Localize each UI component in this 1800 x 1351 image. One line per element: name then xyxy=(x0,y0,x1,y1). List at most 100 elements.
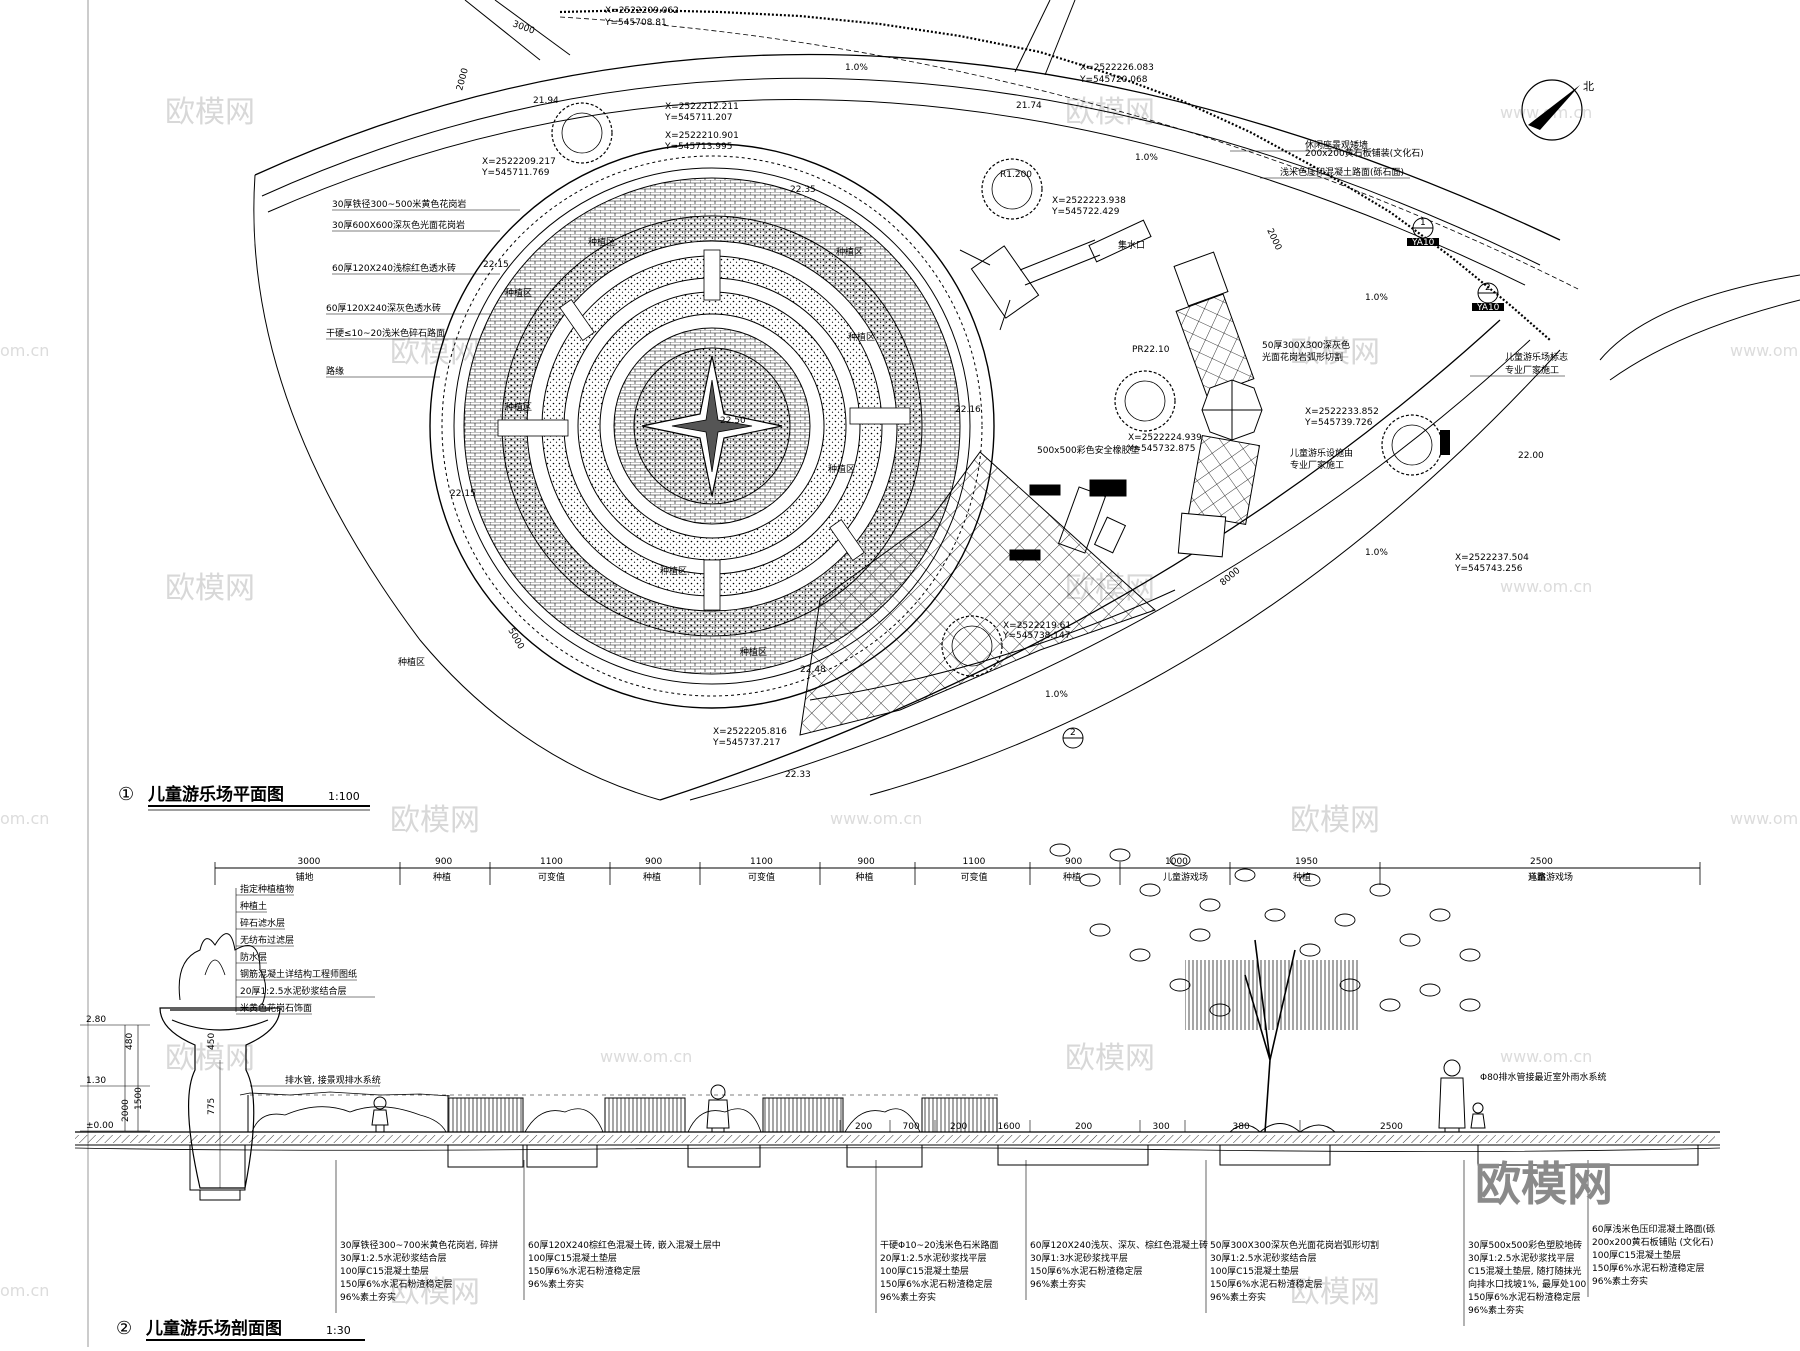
leader-label: 儿童游乐场标志 xyxy=(1505,351,1568,363)
svg-text:X=2522237.504: X=2522237.504 xyxy=(1455,553,1529,563)
child-figure xyxy=(371,1096,389,1132)
tree-plan-symbol xyxy=(551,102,613,164)
construction-note: 96%素土夯实 xyxy=(1468,1304,1524,1316)
leader-label: 休闲座景观矮墙 xyxy=(1305,139,1368,151)
construction-note: 30厚1:2.5水泥砂浆结合层 xyxy=(1210,1252,1317,1264)
svg-text:X=2522210.901: X=2522210.901 xyxy=(665,131,739,141)
watermark-url: om.cn xyxy=(0,809,49,828)
construction-note: 30厚1:2.5水泥砂浆找平层 xyxy=(1468,1252,1575,1264)
section-title: 儿童游乐场剖面图 xyxy=(145,1318,282,1339)
watermark-url: www.om.cn xyxy=(1500,1047,1592,1066)
svg-text:儿童游乐设施由: 儿童游乐设施由 xyxy=(1290,447,1353,459)
north-arrow-icon: 北 xyxy=(1521,79,1594,141)
svg-text:Y=545732.875: Y=545732.875 xyxy=(1127,444,1195,454)
svg-text:YA10: YA10 xyxy=(1411,238,1435,248)
svg-text:X=2522219.61: X=2522219.61 xyxy=(1003,621,1071,631)
watermark-text: 欧模网 xyxy=(1065,1041,1155,1076)
leader-label: 30厚600X600深灰色光面花岗岩 xyxy=(332,219,465,231)
child-figure xyxy=(1470,1102,1486,1129)
svg-text:PR22.10: PR22.10 xyxy=(1132,345,1170,355)
leader-label: 60厚120X240深灰色透水砖 xyxy=(326,302,441,314)
dimension-label: 儿童游戏场 xyxy=(1163,871,1208,883)
svg-text:22.00: 22.00 xyxy=(1518,451,1544,461)
construction-note: 150厚6%水泥石粉渣稳定层 xyxy=(1468,1291,1580,1303)
dimension-label: 可变值 xyxy=(961,871,988,883)
tree-plan-symbol xyxy=(1114,370,1176,432)
svg-text:种植区: 种植区 xyxy=(740,646,767,658)
svg-text:种植区: 种植区 xyxy=(828,463,855,475)
svg-text:22.15: 22.15 xyxy=(450,489,476,499)
construction-note: 150厚6%水泥石粉渣稳定层 xyxy=(528,1265,640,1277)
dimension-value: 2500 xyxy=(1380,1122,1403,1132)
construction-note: 96%素土夯实 xyxy=(340,1291,396,1303)
leader-label: 200x200黄石板铺装(文化石) xyxy=(1305,147,1424,159)
svg-text:±0.00: ±0.00 xyxy=(86,1121,114,1131)
dimension-value: 1600 xyxy=(998,1122,1021,1132)
svg-text:Y=545711.769: Y=545711.769 xyxy=(481,168,550,178)
dimension-value: 1100 xyxy=(750,857,773,867)
svg-text:Y=545720.068: Y=545720.068 xyxy=(1079,75,1148,85)
plan-index: ① xyxy=(118,784,134,805)
svg-text:X=2522209.062: X=2522209.062 xyxy=(605,6,679,16)
construction-note: 150厚6%水泥石粉渣稳定层 xyxy=(1592,1262,1704,1274)
svg-text:X=2522224.939: X=2522224.939 xyxy=(1128,433,1202,443)
dimension-value: 900 xyxy=(645,857,662,867)
construction-note: 100厚C15混凝土垫层 xyxy=(1210,1265,1299,1277)
dimension-label: 种植 xyxy=(433,871,451,883)
dimension-label: 儿童游戏场 xyxy=(1528,871,1573,883)
construction-note: 30厚500x500彩色塑胶地砖 xyxy=(1468,1239,1582,1251)
svg-text:Y=545743.256: Y=545743.256 xyxy=(1454,564,1523,574)
svg-text:22.16: 22.16 xyxy=(955,405,981,415)
svg-text:X=2522205.816: X=2522205.816 xyxy=(713,727,787,737)
svg-text:Y=545739.726: Y=545739.726 xyxy=(1304,418,1373,428)
construction-note: 100厚C15混凝土垫层 xyxy=(340,1265,429,1277)
svg-text:500x500彩色安全橡胶垫: 500x500彩色安全橡胶垫 xyxy=(1037,444,1140,456)
construction-note: 150厚6%水泥石粉渣稳定层 xyxy=(1030,1265,1142,1277)
construction-note: 100厚C15混凝土垫层 xyxy=(880,1265,969,1277)
dimension-value: 1100 xyxy=(963,857,986,867)
dimension-value: 2500 xyxy=(1530,857,1553,867)
dimension-value: 200 xyxy=(950,1122,967,1132)
watermark-text: 欧模网 xyxy=(390,803,480,838)
watermark-logo: 欧模网 xyxy=(1475,1157,1613,1211)
dimension-value: 700 xyxy=(903,1122,920,1132)
watermark-url: www.om.cn xyxy=(600,1047,692,1066)
construction-note: 96%素土夯实 xyxy=(880,1291,936,1303)
svg-text:1.0%: 1.0% xyxy=(845,63,868,73)
svg-text:X=2522223.938: X=2522223.938 xyxy=(1052,196,1126,206)
svg-text:1: 1 xyxy=(1420,218,1426,228)
svg-text:480: 480 xyxy=(125,1033,135,1050)
hedge-blocks xyxy=(447,1097,998,1133)
section-callout-icon: 1 YA10 xyxy=(1407,217,1439,248)
construction-note: 150厚6%水泥石粉渣稳定层 xyxy=(340,1278,452,1290)
svg-text:2000: 2000 xyxy=(455,67,471,92)
watermark-text: 欧模网 xyxy=(390,1275,480,1310)
play-equipment xyxy=(1009,479,1127,561)
svg-text:22.35: 22.35 xyxy=(790,185,816,195)
watermark-url: om.cn xyxy=(0,341,49,360)
watermark-url: om.cn xyxy=(0,1281,49,1300)
svg-text:Y=545711.207: Y=545711.207 xyxy=(664,113,732,123)
planting-zone-labels: 种植区 种植区 种植区 种植区 种植区 种植区 种植区 种植区 种植区 22.5… xyxy=(398,236,875,668)
watermark-url: www.om.cn xyxy=(830,809,922,828)
construction-note: 30厚铁径300~700米黄色花岗岩, 碎拼 xyxy=(340,1239,498,1251)
svg-text:Y=545713.995: Y=545713.995 xyxy=(664,142,732,152)
leader-label: 专业厂家施工 xyxy=(1505,364,1559,376)
dimension-value: 900 xyxy=(435,857,452,867)
dimension-value: 200 xyxy=(1075,1122,1092,1132)
plan-scale: 1:100 xyxy=(328,790,360,803)
tree-elevation xyxy=(1049,843,1481,1133)
construction-note: 向排水口找坡1%, 最厚处100 xyxy=(1468,1278,1586,1290)
dimension-value: 3000 xyxy=(298,857,321,867)
section-title-block: ② 儿童游乐场剖面图 1:30 xyxy=(116,1318,365,1341)
svg-text:2000: 2000 xyxy=(1264,227,1283,252)
svg-text:种植区: 种植区 xyxy=(505,401,532,413)
svg-text:种植区: 种植区 xyxy=(588,236,615,248)
svg-text:X=2522233.852: X=2522233.852 xyxy=(1305,407,1379,417)
svg-text:Y=545737.217: Y=545737.217 xyxy=(712,738,780,748)
construction-note: C15混凝土垫层, 随打随抹光 xyxy=(1468,1265,1581,1277)
north-label: 北 xyxy=(1583,80,1594,93)
